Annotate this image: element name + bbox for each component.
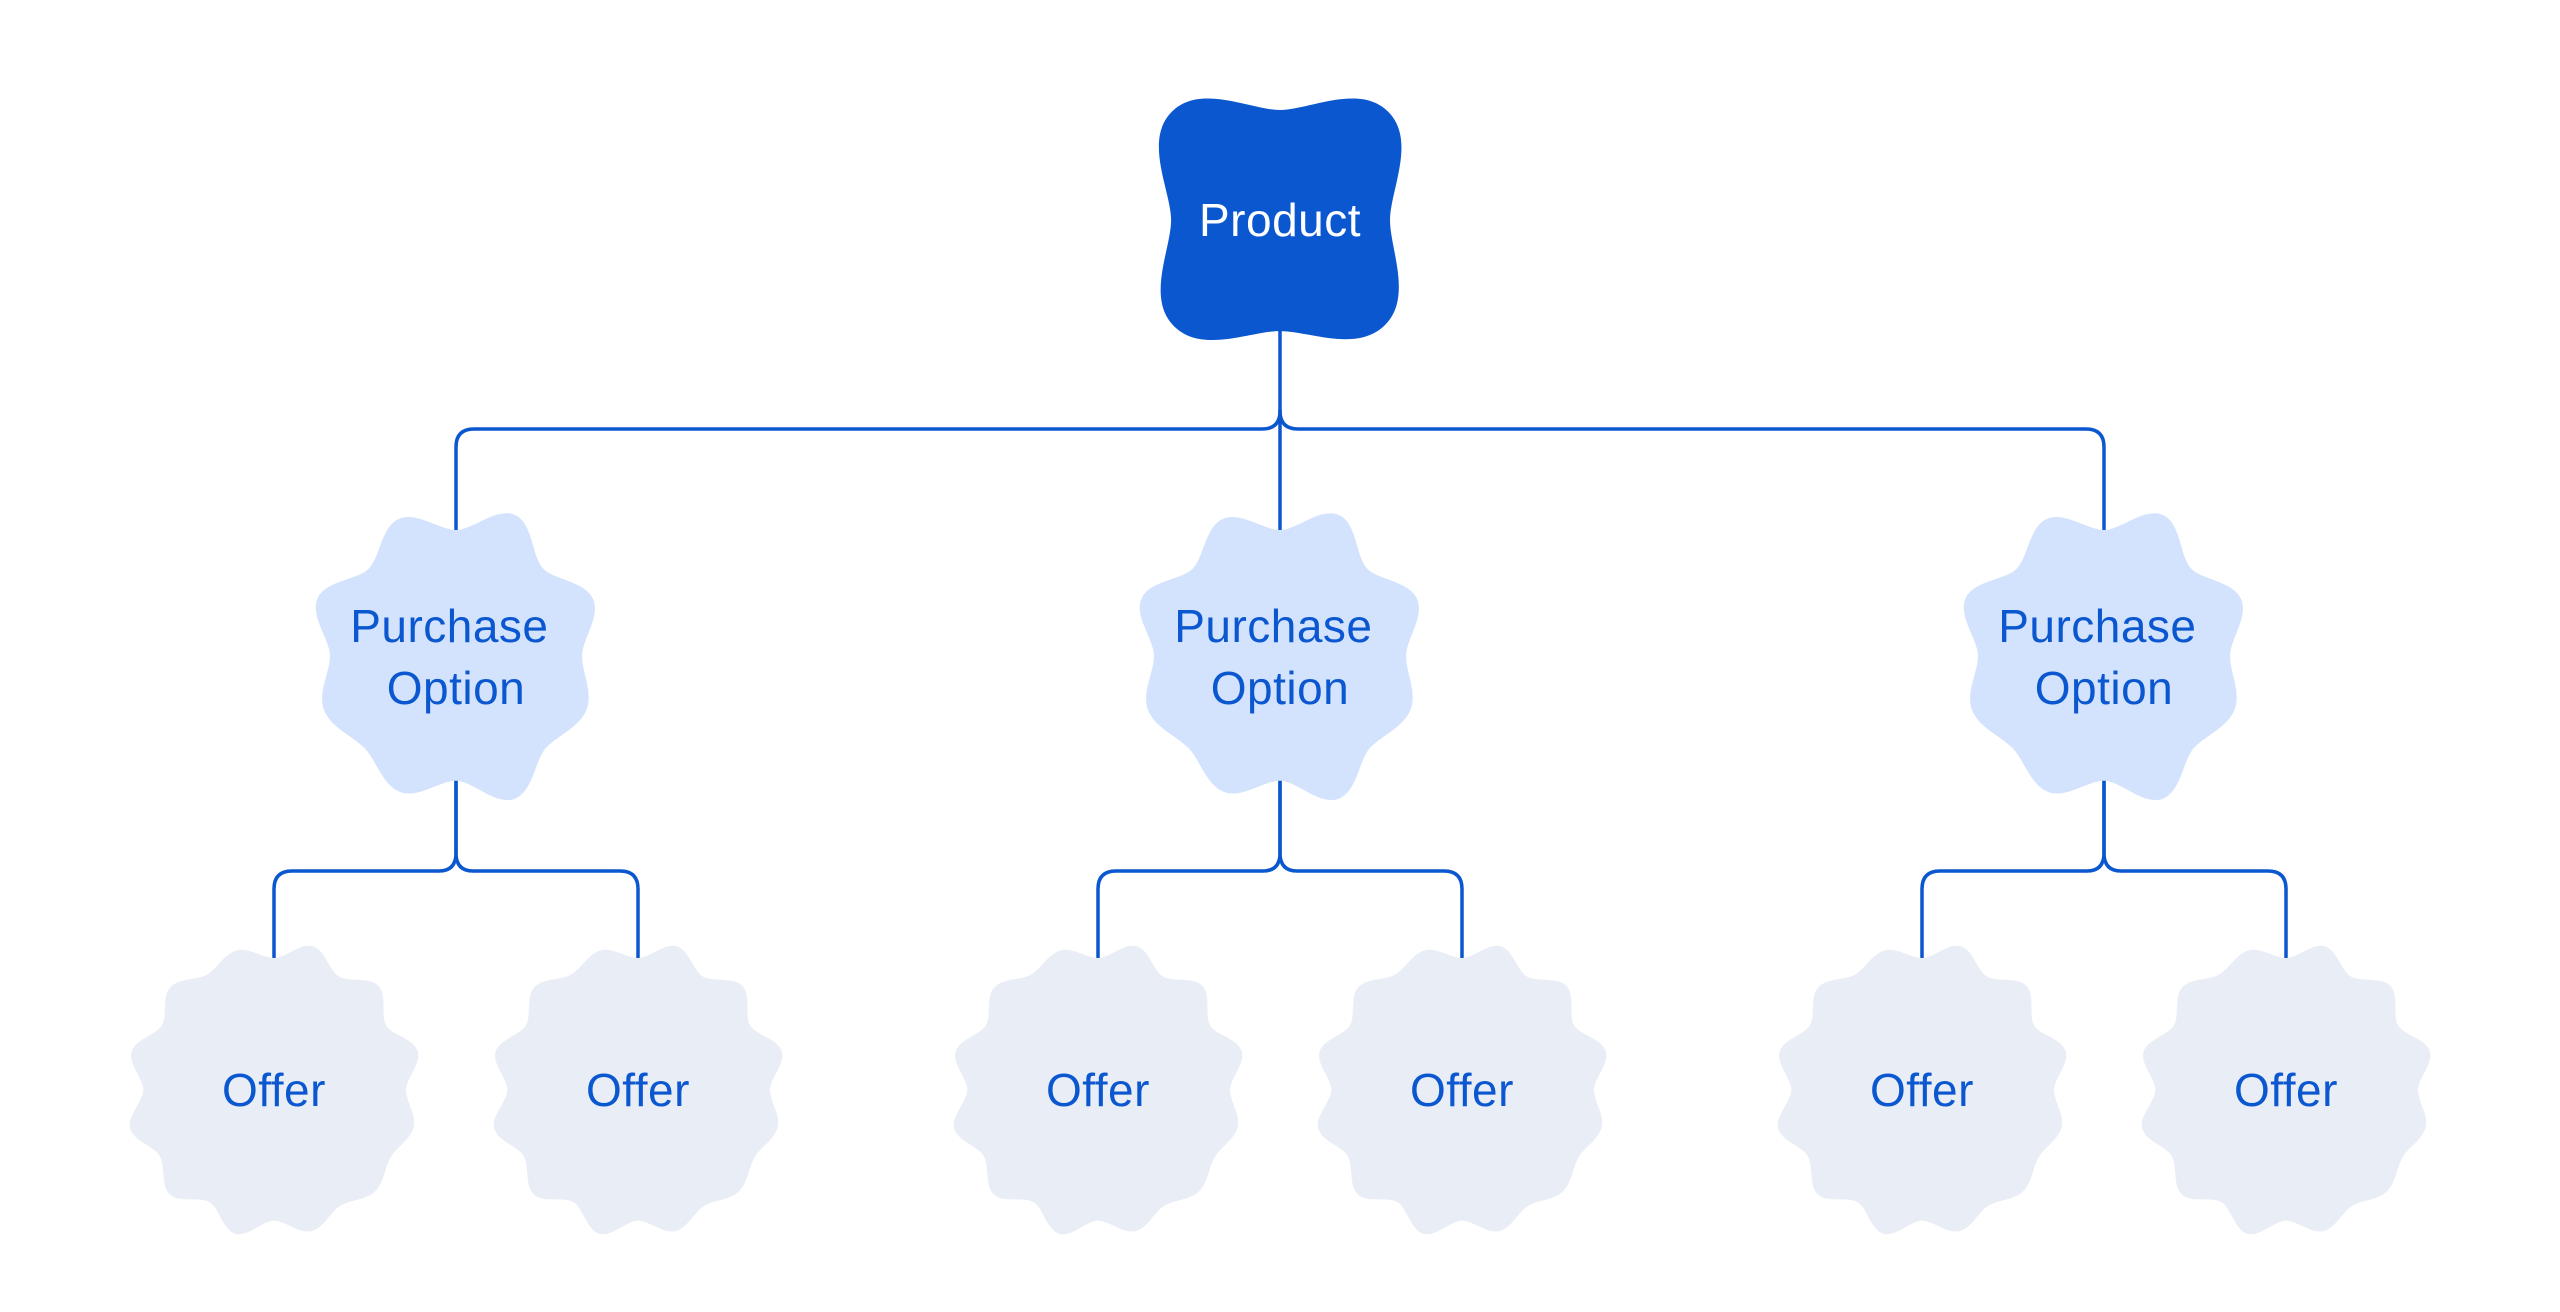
node-offer-2-1: Offer xyxy=(953,945,1243,1235)
product-blob-shape xyxy=(1158,98,1402,341)
node-offer-2-2: Offer xyxy=(1317,945,1607,1235)
purchase-option-blob-shape xyxy=(1139,513,1419,801)
node-offer-3-1: Offer xyxy=(1777,945,2067,1235)
connector-product-to-option-3 xyxy=(1278,409,2106,547)
offer-node-label: Offer xyxy=(2234,1064,2338,1116)
offer-blob-shape xyxy=(2141,945,2431,1235)
node-purchase-option-2: Purchase Option xyxy=(1139,513,1419,801)
node-product: Product xyxy=(1158,98,1402,341)
connector-option-3-to-offer-2 xyxy=(2102,758,2288,1002)
connectors xyxy=(272,298,2288,1002)
offer-blob-shape xyxy=(953,945,1243,1235)
connector-product-to-option-1 xyxy=(454,409,1282,547)
offer-node-label: Offer xyxy=(1410,1064,1514,1116)
purchase-option-node-label: Purchase Option xyxy=(350,600,562,714)
purchase-option-blob-shape xyxy=(315,513,595,801)
node-purchase-option-3: Purchase Option xyxy=(1963,513,2243,801)
purchase-option-blob-shape xyxy=(1963,513,2243,801)
offer-node-label: Offer xyxy=(1870,1064,1974,1116)
offer-blob-shape xyxy=(1317,945,1607,1235)
offer-node-label: Offer xyxy=(222,1064,326,1116)
node-offer-1-1: Offer xyxy=(129,945,419,1235)
product-node-label: Product xyxy=(1199,194,1361,246)
purchase-option-node-label: Purchase Option xyxy=(1174,600,1386,714)
offer-node-label: Offer xyxy=(1046,1064,1150,1116)
connector-option-2-to-offer-2 xyxy=(1278,758,1464,1002)
offer-blob-shape xyxy=(493,945,783,1235)
offer-node-label: Offer xyxy=(586,1064,690,1116)
connector-option-1-to-offer-2 xyxy=(454,758,640,1002)
purchase-option-node-label: Purchase Option xyxy=(1998,600,2210,714)
node-offer-3-2: Offer xyxy=(2141,945,2431,1235)
offer-blob-shape xyxy=(129,945,419,1235)
offer-blob-shape xyxy=(1777,945,2067,1235)
node-offer-1-2: Offer xyxy=(493,945,783,1235)
node-purchase-option-1: Purchase Option xyxy=(315,513,595,801)
